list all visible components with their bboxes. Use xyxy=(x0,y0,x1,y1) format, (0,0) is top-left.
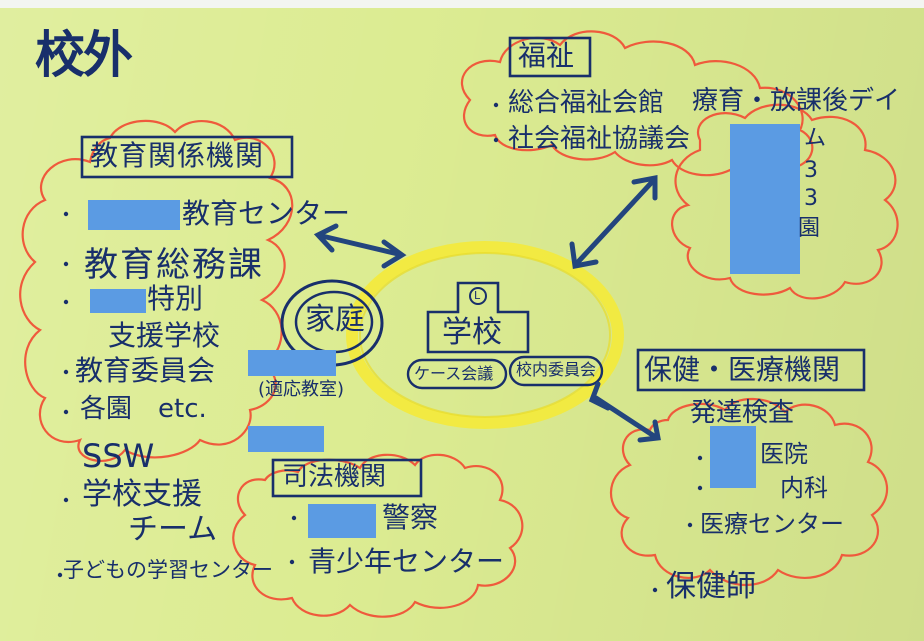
page-title: 校外 xyxy=(35,26,133,84)
welfare-header: 福祉 xyxy=(518,39,575,72)
welfare-fragment: ム xyxy=(804,126,827,151)
education-item-special-school-a: 特別 xyxy=(147,282,204,315)
redaction-block xyxy=(90,289,146,313)
welfare-cloud xyxy=(460,30,814,183)
school-clock-icon xyxy=(469,287,487,305)
education-item-board: 教育委員会 xyxy=(75,354,216,387)
education-item-center: 教育センター xyxy=(182,197,351,230)
school-highlight-inner xyxy=(359,252,611,418)
welfare-fragment: 3 xyxy=(804,158,818,183)
school-building-icon xyxy=(426,281,530,354)
welfare-header-box xyxy=(508,36,592,78)
redaction-block xyxy=(88,200,180,230)
family-label: 家庭 xyxy=(305,302,365,337)
welfare-item-welfare-hall: 総合福祉会館 xyxy=(508,88,665,118)
education-item-ssw: SSW xyxy=(82,437,155,475)
therapy-cloud xyxy=(671,103,899,300)
meeting-internal-committee: 校内委員会 xyxy=(516,360,597,379)
redaction-block xyxy=(710,426,756,488)
justice-item-youth-center: 青少年センター xyxy=(308,545,505,578)
health-header-box xyxy=(636,348,866,392)
welfare-item-council: 社会福祉協議会 xyxy=(508,124,691,154)
redaction-block xyxy=(248,426,324,452)
health-item-internal-medicine: 内科 xyxy=(780,474,828,502)
school-clock-glyph: L xyxy=(474,289,481,302)
school-label: 学校 xyxy=(442,315,502,350)
redaction-block xyxy=(308,504,376,538)
welfare-fragment: 園 xyxy=(798,216,821,241)
education-item-kindergartens: 各園 etc. xyxy=(80,394,207,424)
education-item-adaptive-class: (適応教室) xyxy=(258,379,345,400)
education-item-support-team-b: チーム xyxy=(128,512,218,547)
justice-item-police: 警察 xyxy=(382,501,439,534)
redaction-block xyxy=(248,350,336,376)
health-header: 保健・医療機関 xyxy=(644,353,841,386)
arrow-welfare-school xyxy=(569,174,658,269)
arrow-education-school xyxy=(313,223,407,269)
education-header-box xyxy=(80,135,294,179)
education-item-special-school-b: 支援学校 xyxy=(108,319,221,352)
meeting2-box xyxy=(508,355,604,387)
meeting-case-conference: ケース会議 xyxy=(414,364,494,383)
arrow-health-school xyxy=(588,381,661,443)
justice-header: 司法機関 xyxy=(282,462,387,492)
bullet-dots xyxy=(57,102,703,593)
meeting1-box xyxy=(406,358,508,390)
health-item-clinic: 医院 xyxy=(760,440,808,468)
health-item-medical-center: 医療センター xyxy=(700,510,844,538)
redaction-block xyxy=(730,124,800,274)
education-cloud xyxy=(19,119,294,462)
health-cloud xyxy=(609,397,888,587)
education-item-learning-center: 子どもの学習センター xyxy=(63,558,273,582)
education-header: 教育関係機関 xyxy=(90,139,265,172)
school-highlight xyxy=(346,241,624,429)
paper-sheet xyxy=(0,8,924,641)
health-item-public-health-nurse: 保健師 xyxy=(666,569,756,604)
education-item-general-affairs: 教育総務課 xyxy=(84,245,264,285)
paper-shading xyxy=(0,8,924,641)
health-item-dev-test: 発達検査 xyxy=(690,398,795,428)
welfare-item-therapy-daycare: 療育・放課後デイ xyxy=(692,86,901,116)
welfare-fragment: 3 xyxy=(804,186,818,211)
justice-header-box xyxy=(271,458,423,498)
education-item-support-team-a: 学校支援 xyxy=(82,477,202,512)
